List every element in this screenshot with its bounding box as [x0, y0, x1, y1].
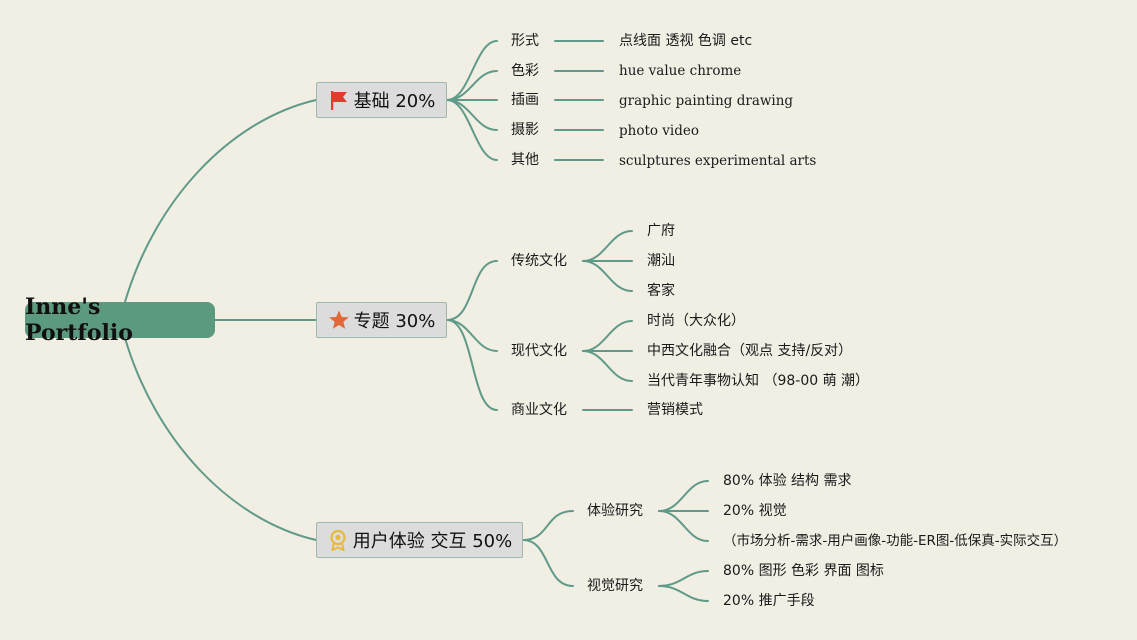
subtopic-label[interactable]: 摄影: [511, 122, 539, 138]
subtopic-label[interactable]: 插画: [511, 92, 539, 108]
subtopic-label[interactable]: 其他: [511, 152, 539, 168]
link-root-ux: [124, 337, 317, 541]
leaf-topic[interactable]: graphic painting drawing: [619, 93, 794, 109]
leaf-topic[interactable]: 80% 体验 结构 需求: [723, 473, 852, 489]
leaf-topic[interactable]: sculptures experimental arts: [619, 153, 817, 169]
leaf-topic[interactable]: photo video: [619, 123, 700, 139]
branch-label: 专题 30%: [353, 311, 436, 332]
link-root-basics: [124, 99, 317, 303]
subtopic-label[interactable]: 形式: [511, 33, 539, 49]
leaf-topic[interactable]: 时尚（大众化）: [647, 313, 745, 329]
subtopic-label[interactable]: 体验研究: [587, 503, 643, 519]
subtopic-label[interactable]: 商业文化: [511, 402, 567, 418]
leaf-topic[interactable]: 20% 视觉: [723, 503, 787, 519]
branch-label: 基础 20%: [353, 91, 436, 112]
subtopic-label[interactable]: 色彩: [511, 63, 539, 79]
leaf-topic[interactable]: 80% 图形 色彩 界面 图标: [723, 563, 884, 579]
root-node[interactable]: Inne's Portfolio: [25, 294, 215, 346]
leaf-topic[interactable]: 潮汕: [647, 253, 675, 269]
leaf-topic[interactable]: 客家: [647, 283, 675, 299]
root-label: Inne's Portfolio: [25, 294, 133, 346]
subtopic-label[interactable]: 视觉研究: [587, 578, 643, 594]
branch-label: 用户体验 交互 50%: [352, 531, 513, 552]
subtopic-label[interactable]: 现代文化: [511, 343, 567, 359]
leaf-topic[interactable]: 中西文化融合（观点 支持/反对）: [647, 343, 853, 359]
leaf-topic[interactable]: （市场分析-需求-用户画像-功能-ER图-低保真-实际交互）: [723, 533, 1068, 549]
leaf-topic[interactable]: 20% 推广手段: [723, 593, 815, 609]
subtopic-label[interactable]: 传统文化: [511, 253, 567, 269]
branch-basics[interactable]: 基础 20%: [316, 82, 447, 118]
leaf-topic[interactable]: 广府: [647, 223, 675, 239]
branch-topics[interactable]: 专题 30%: [316, 302, 447, 338]
red-flag-icon: [328, 89, 350, 111]
orange-star-icon: [328, 309, 350, 331]
leaf-topic[interactable]: 当代青年事物认知 （98-00 萌 潮）: [647, 373, 870, 389]
leaf-topic[interactable]: hue value chrome: [619, 63, 742, 79]
branch-ux[interactable]: 用户体验 交互 50%: [316, 522, 523, 558]
leaf-topic[interactable]: 点线面 透视 色调 etc: [619, 33, 753, 49]
leaf-topic[interactable]: 营销模式: [647, 402, 703, 418]
award-medal-icon: [327, 529, 349, 551]
